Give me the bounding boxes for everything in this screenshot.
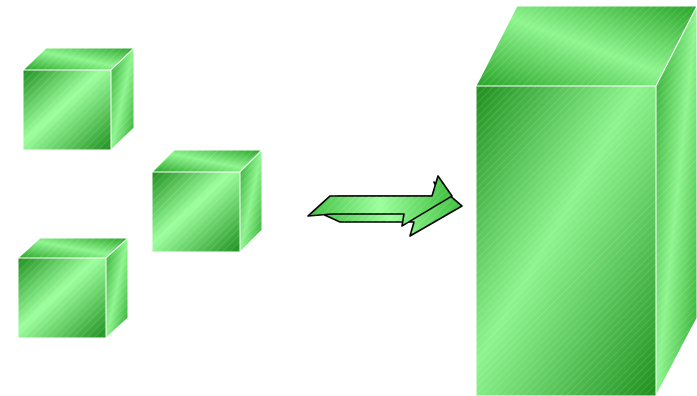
small-cube-top-left bbox=[23, 48, 134, 150]
small-cube-bottom-left bbox=[18, 238, 128, 338]
large-box bbox=[476, 6, 697, 396]
arrow-right bbox=[308, 176, 462, 236]
small-cube-middle bbox=[152, 150, 262, 252]
